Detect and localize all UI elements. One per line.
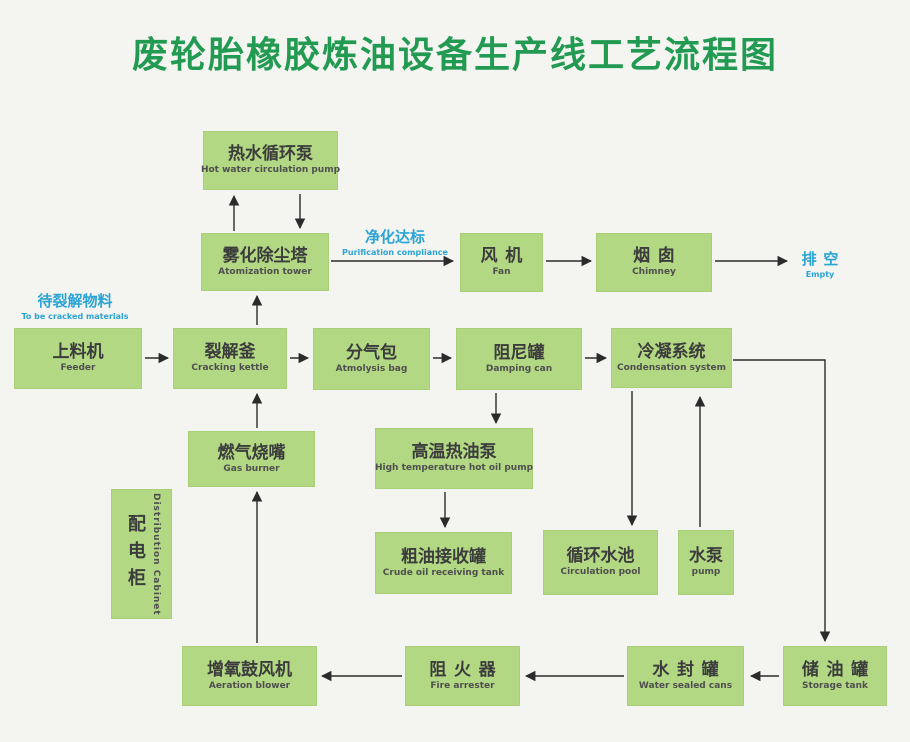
node-label-zh: 配电柜 — [125, 513, 146, 595]
node-atomization-tower: 雾化除尘塔 Atomization tower — [201, 233, 329, 291]
node-label-en: pump — [691, 567, 721, 578]
node-water-pump: 水泵 pump — [678, 530, 734, 595]
node-label-en: High temperature hot oil pump — [375, 463, 534, 474]
annotation-purification-compliance: 净化达标 Purification compliance — [335, 226, 455, 257]
node-label-en: Distribution Cabinet — [151, 492, 161, 616]
annotation-empty: 排空 Empty — [785, 248, 855, 279]
node-high-temperature-hot-oil-pump: 高温热油泵 High temperature hot oil pump — [375, 428, 533, 489]
node-damping-can: 阻尼罐 Damping can — [456, 328, 582, 390]
node-circulation-pool: 循环水池 Circulation pool — [543, 530, 658, 595]
node-storage-tank: 储油罐 Storage tank — [783, 646, 887, 706]
annotation-en: Purification compliance — [342, 248, 448, 257]
node-label-en: Storage tank — [802, 680, 868, 691]
node-label-zh: 热水循环泵 — [228, 144, 313, 165]
node-label-zh: 阻尼罐 — [493, 342, 545, 363]
node-label-zh: 上料机 — [52, 342, 104, 363]
node-label-zh: 裂解釜 — [204, 342, 256, 363]
page-title: 废轮胎橡胶炼油设备生产线工艺流程图 — [131, 35, 778, 76]
annotation-zh: 净化达标 — [364, 228, 425, 246]
node-label-en: Water sealed cans — [638, 680, 733, 691]
node-label-zh: 增氧鼓风机 — [207, 659, 292, 680]
node-feeder: 上料机 Feeder — [14, 328, 142, 389]
annotation-zh: 待裂解物料 — [37, 292, 113, 310]
node-label-zh: 风机 — [480, 246, 530, 267]
node-hot-water-circulation-pump: 热水循环泵 Hot water circulation pump — [200, 131, 341, 190]
node-fire-arrester: 阻火器 Fire arrester — [405, 646, 520, 706]
node-label-en: Atmolysis bag — [335, 363, 408, 374]
node-label-zh: 水泵 — [689, 546, 723, 567]
node-label-zh: 循环水池 — [566, 546, 635, 567]
node-label-zh: 高温热油泵 — [411, 442, 497, 463]
node-label-en: Gas burner — [223, 463, 280, 474]
node-label-en: Crude oil receiving tank — [382, 567, 505, 578]
annotation-en: To be cracked materials — [21, 312, 129, 321]
node-cracking-kettle: 裂解釜 Cracking kettle — [173, 328, 287, 389]
node-label-en: Chimney — [632, 267, 676, 278]
node-label-en: Cracking kettle — [191, 363, 269, 374]
node-label-zh: 水封罐 — [652, 659, 727, 680]
node-label-zh: 粗油接收罐 — [401, 546, 486, 567]
node-label-zh: 冷凝系统 — [637, 341, 706, 362]
node-atmolysis-bag: 分气包 Atmolysis bag — [313, 328, 430, 390]
node-label-en: Aeration blower — [208, 680, 291, 691]
node-label-zh: 燃气烧嘴 — [217, 442, 286, 463]
node-label-en: Fire arrester — [430, 680, 495, 691]
node-fan: 风机 Fan — [460, 233, 543, 292]
node-label-en: Damping can — [485, 363, 553, 374]
node-label-zh: 雾化除尘塔 — [222, 245, 308, 266]
node-label-en: Circulation pool — [560, 567, 641, 578]
node-crude-oil-receiving-tank: 粗油接收罐 Crude oil receiving tank — [375, 532, 512, 594]
node-label-en: Condensation system — [616, 362, 727, 373]
node-water-sealed-cans: 水封罐 Water sealed cans — [627, 646, 744, 706]
node-label-zh: 烟囱 — [633, 246, 683, 267]
node-label-en: Fan — [492, 267, 511, 278]
node-label-en: Feeder — [60, 363, 96, 374]
node-label-en: Atomization tower — [218, 266, 312, 277]
node-label-zh: 储油罐 — [801, 659, 876, 680]
edge-condensation_system-to-storage_tank — [733, 359, 831, 643]
node-aeration-blower: 增氧鼓风机 Aeration blower — [182, 646, 317, 706]
node-label-en: Hot water circulation pump — [200, 165, 341, 176]
node-condensation-system: 冷凝系统 Condensation system — [611, 328, 732, 388]
node-gas-burner: 燃气烧嘴 Gas burner — [188, 431, 315, 487]
node-distribution-cabinet: 配电柜 Distribution Cabinet — [111, 489, 172, 619]
annotation-zh: 排空 — [801, 250, 846, 268]
node-label-zh: 阻火器 — [429, 659, 504, 680]
node-label-zh: 分气包 — [346, 342, 397, 363]
node-chimney: 烟囱 Chimney — [596, 233, 712, 292]
annotation-en: Empty — [805, 270, 835, 279]
annotation-to-be-cracked-materials: 待裂解物料 To be cracked materials — [10, 290, 140, 321]
